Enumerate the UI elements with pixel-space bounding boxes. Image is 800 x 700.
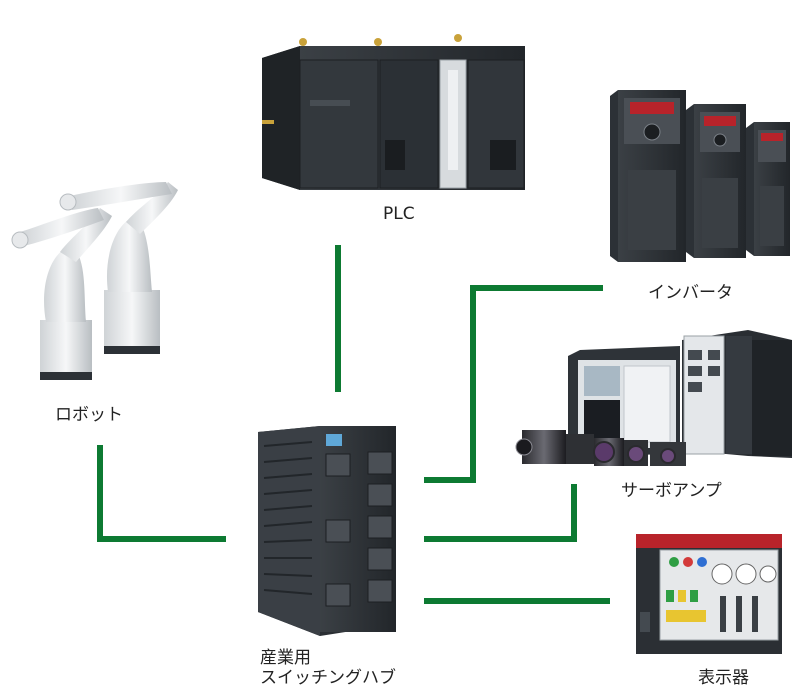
plc-unit-icon	[262, 34, 525, 190]
inverter-drives-icon	[610, 90, 790, 262]
label-switching-hub: 産業用 スイッチングハブ	[260, 648, 396, 689]
switching-hub-icon	[258, 426, 396, 636]
robot-arm-icon	[11, 182, 178, 380]
label-robot: ロボット	[55, 405, 123, 425]
link-inverter-hub	[424, 285, 603, 483]
label-plc: PLC	[383, 204, 415, 224]
servo-amp-camera-icon	[515, 330, 792, 466]
label-inverter: インバータ	[648, 283, 733, 303]
link-servo-hub	[424, 484, 577, 542]
connection-lines	[97, 245, 610, 604]
label-servo-amp: サーボアンプ	[621, 481, 722, 501]
link-robot-hub	[97, 445, 226, 542]
label-switching-hub-line2: スイッチングハブ	[260, 668, 396, 689]
label-switching-hub-line1: 産業用	[260, 648, 311, 668]
label-display: 表示器	[698, 668, 749, 688]
hmi-panel-icon	[636, 534, 782, 654]
